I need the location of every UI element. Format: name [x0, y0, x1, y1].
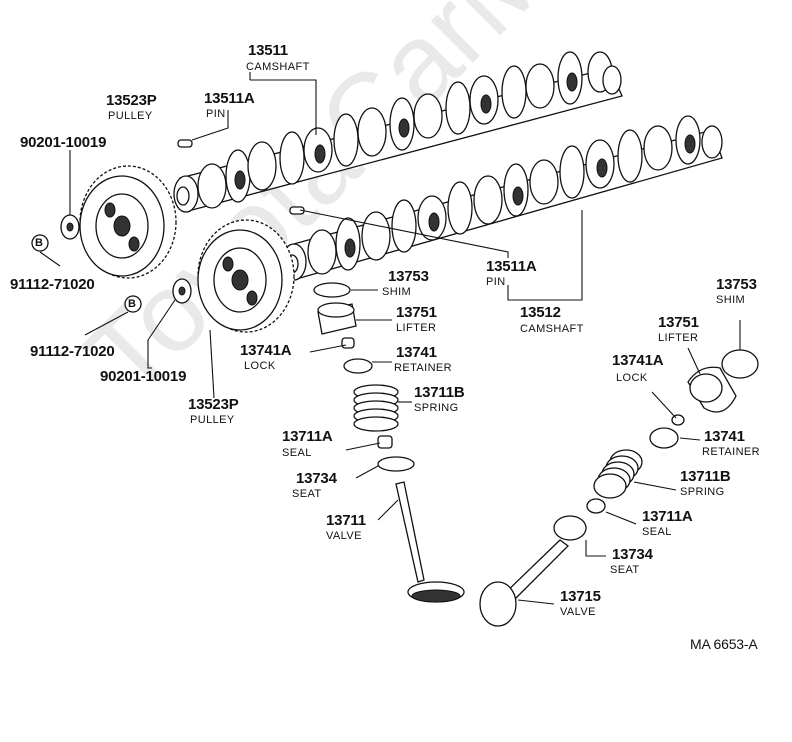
bolt-badge-lower — [124, 295, 142, 313]
part-number-13741: 13741 — [704, 428, 745, 445]
part-number-13711b: 13711B — [414, 384, 465, 401]
part-name-retainer: RETAINER — [394, 362, 453, 374]
part-name-camshaft: CAMSHAFT — [520, 323, 584, 335]
part-name-lifter: LIFTER — [396, 322, 437, 334]
part-name-pulley: PULLEY — [190, 414, 235, 426]
part-name-pin: PIN — [486, 276, 506, 288]
part-name-lock: LOCK — [616, 372, 648, 384]
part-number-13523p: 13523P — [106, 92, 157, 109]
part-number-13741a: 13741A — [240, 342, 292, 359]
part-name-valve: VALVE — [560, 606, 596, 618]
bolt-badge-label: B — [128, 298, 137, 310]
part-number-90201-10019: 90201-10019 — [100, 368, 187, 385]
part-name-shim: SHIM — [716, 294, 746, 306]
part-name-shim: SHIM — [382, 286, 412, 298]
part-number-13751: 13751 — [658, 314, 699, 331]
figure-code: MA 6653-A — [690, 636, 758, 652]
part-name-seat: SEAT — [610, 564, 640, 576]
part-number-13511: 13511 — [248, 42, 288, 59]
part-name-valve: VALVE — [326, 530, 362, 542]
part-name-retainer: RETAINER — [702, 446, 761, 458]
bolt-badge-label: B — [35, 237, 44, 249]
part-number-91112-71020: 91112-71020 — [30, 343, 115, 360]
part-number-13734: 13734 — [296, 470, 337, 487]
part-name-seal: SEAL — [642, 526, 672, 538]
part-number-13753: 13753 — [716, 276, 757, 293]
camshaft-upper — [173, 51, 623, 213]
part-number-13711b: 13711B — [680, 468, 731, 485]
part-number-90201-10019: 90201-10019 — [20, 134, 107, 151]
part-name-seat: SEAT — [292, 488, 322, 500]
part-number-13751: 13751 — [396, 304, 437, 321]
part-number-13511a: 13511A — [204, 90, 255, 107]
part-number-13753: 13753 — [388, 268, 429, 285]
camshaft-lower — [281, 115, 723, 281]
part-number-13711a: 13711A — [642, 508, 693, 525]
part-name-camshaft: CAMSHAFT — [246, 61, 310, 73]
part-name-pulley: PULLEY — [108, 110, 153, 122]
part-number-13711a: 13711A — [282, 428, 333, 445]
valve-stack-left — [313, 282, 465, 603]
pulley-lower — [197, 219, 295, 333]
pin-upper — [177, 139, 193, 148]
pulley-upper — [79, 165, 177, 279]
part-number-13511a: 13511A — [486, 258, 537, 275]
part-name-pin: PIN — [206, 108, 226, 120]
part-name-seal: SEAL — [282, 447, 312, 459]
part-number-13711: 13711 — [326, 512, 366, 529]
part-number-13523p: 13523P — [188, 396, 239, 413]
leader-lines — [39, 72, 741, 605]
part-name-lifter: LIFTER — [658, 332, 699, 344]
part-name-spring: SPRING — [680, 486, 725, 498]
part-number-13741a: 13741A — [612, 352, 664, 369]
bolt-badge-upper — [31, 234, 49, 252]
part-name-lock: LOCK — [244, 360, 276, 372]
part-number-13715: 13715 — [560, 588, 601, 605]
part-name-spring: SPRING — [414, 402, 459, 414]
part-number-13734: 13734 — [612, 546, 653, 563]
valve-stack-right — [479, 349, 759, 627]
part-number-13741: 13741 — [396, 344, 437, 361]
part-number-91112-71020: 91112-71020 — [10, 276, 95, 293]
part-number-13512: 13512 — [520, 304, 561, 321]
